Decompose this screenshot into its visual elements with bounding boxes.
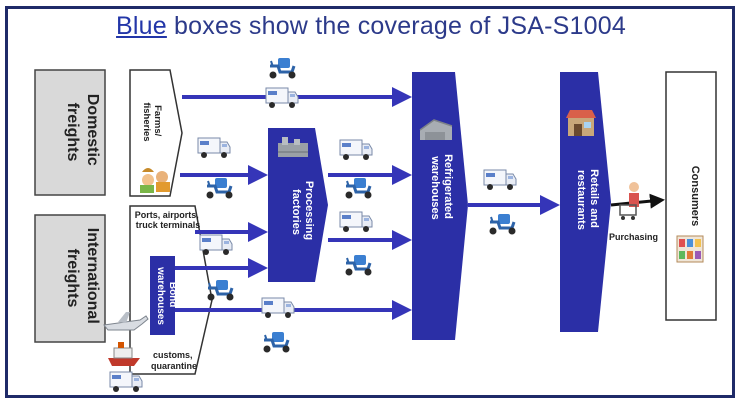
truck-icon (109, 371, 143, 393)
domestic-label-1: Domestic (84, 94, 101, 166)
svg-text:Bond warehouses: Bond warehouses (155, 266, 178, 325)
retails-label-2: restaurants (575, 170, 587, 230)
diagram-title: Blue boxes show the coverage of JSA-S100… (0, 12, 742, 41)
ports-label-2: truck terminals (136, 220, 201, 230)
consumers-label: Consumers (689, 166, 701, 227)
truck-icon (199, 234, 233, 256)
farms-label-2: fisheries (141, 102, 152, 141)
scooter-icon (488, 212, 517, 236)
svg-text:Domestic freights: Domestic freights (64, 94, 101, 170)
truck-icon (339, 211, 373, 233)
bond-label-2: warehouses (155, 266, 166, 325)
svg-text:International freights: International freights (64, 228, 101, 328)
farmers-icon (140, 168, 170, 193)
airplane-icon (103, 312, 149, 331)
svg-text:Retails and restaurants: Retails and restaurants (575, 169, 600, 231)
international-freights-box: International freights (34, 214, 106, 343)
customs-label-1: customs, (153, 350, 193, 360)
bond-label-1: Bond (167, 282, 178, 308)
svg-text:Refrigerated warehouses: Refrigerated warehouses (429, 154, 454, 222)
factory-icon (278, 137, 308, 157)
warehouse-icon (419, 119, 453, 140)
customs-label-2: quarantine (151, 361, 197, 371)
farms-fisheries-node: Farms/ fisheries (129, 69, 183, 197)
svg-text:Farms/ fisheries: Farms/ fisheries (141, 102, 163, 141)
svg-text:Ports, airports, truck t: Ports, airports, truck terminals (135, 210, 202, 230)
truck-icon (265, 87, 299, 109)
refrigerated-warehouses-node: Refrigerated warehouses (412, 72, 468, 340)
scooter-icon (206, 278, 235, 302)
farms-label-1: Farms/ (152, 105, 163, 137)
svg-text:Processing factories: Processing factories (290, 181, 315, 243)
truck-icon (483, 169, 517, 191)
truck-icon (261, 297, 295, 319)
truck-icon (339, 139, 373, 161)
diagram-frame (5, 6, 735, 398)
scooter-icon (344, 253, 373, 277)
title-highlight: Blue (116, 12, 167, 40)
processing-label-1: Processing (303, 181, 315, 240)
refrigerated-label-2: warehouses (429, 155, 441, 220)
truck-icon (197, 137, 231, 159)
ports-label-1: Ports, airports, (135, 210, 199, 220)
retails-label-1: Retails and (588, 169, 600, 228)
scooter-icon (344, 176, 373, 200)
bond-warehouses-node: Bond warehouses (150, 256, 178, 335)
international-label-2: freights (64, 249, 81, 308)
scooter-icon (205, 176, 234, 200)
svg-text:customs, quarantine: customs, quarantine (151, 350, 197, 371)
retails-restaurants-node: Retails and restaurants (560, 72, 611, 332)
domestic-freights-box: Domestic freights (34, 69, 106, 196)
scooter-icon (268, 56, 297, 80)
scooter-icon (262, 330, 291, 354)
refrigerated-label-1: Refrigerated (442, 154, 454, 219)
international-label-1: International (84, 228, 101, 324)
processing-label-2: factories (290, 189, 302, 235)
consumers-node: Consumers (665, 71, 717, 321)
store-icon (566, 110, 596, 136)
domestic-label-2: freights (64, 103, 81, 162)
title-rest: boxes show the coverage of JSA-S1004 (166, 12, 626, 40)
ship-icon (108, 342, 140, 366)
purchasing-label: Purchasing (609, 232, 658, 242)
processing-factories-node: Processing factories (268, 128, 328, 282)
shelf-icon (676, 235, 704, 263)
shopper-icon (619, 182, 639, 220)
